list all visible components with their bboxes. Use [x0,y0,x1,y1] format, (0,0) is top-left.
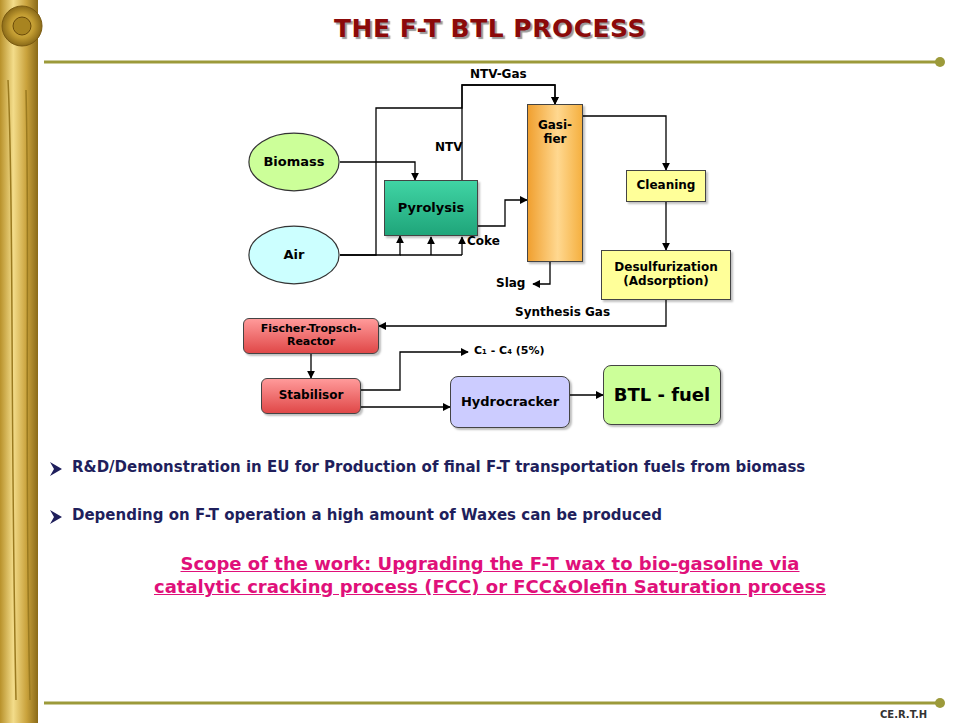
process-box: Cleaning [626,170,706,202]
process-box: Pyrolysis [384,180,478,236]
pillar-streaks [8,80,30,700]
slide-title: THE F-T BTL PROCESS [60,14,920,43]
stream-label: Synthesis Gas [515,305,610,319]
bullet-text: Depending on F-T operation a high amount… [72,506,892,526]
input-ellipse: Biomass [248,132,340,192]
stream-label: NTV [435,140,463,154]
flow-connector [310,354,311,378]
flow-connector [340,236,400,255]
footer-mark: CE.R.T.H [880,708,927,721]
input-ellipse: Air [248,225,340,285]
gold-pillar [0,0,38,723]
process-box: Stabilisor [261,378,361,414]
sunflower-core [13,17,31,35]
rule-dot [935,57,945,67]
process-box: Hydrocracker [450,376,570,428]
air-feed-arrow [461,237,462,255]
bullet-arrow [50,462,62,476]
bullet-text: R&D/Demonstration in EU for Production o… [72,458,892,478]
process-box: Desulfurization (Adsorption) [601,250,731,300]
ellipse-fill [249,226,339,284]
reactor-box: Fischer-Tropsch- Reactor [243,318,379,354]
node-label: BTL - fuel [614,385,711,406]
node-label: Stabilisor [279,389,344,403]
flow-connector [379,300,666,326]
flow-connector [478,200,527,226]
node-label: Air [284,248,305,263]
air-feed-arrow [430,237,431,255]
product-box: BTL - fuel [603,365,721,425]
stream-label: C₁ - C₄ (5%) [474,344,545,358]
rule-dot [935,698,945,708]
node-label: Pyrolysis [398,201,464,216]
flow-connector [665,202,666,250]
node-label: Gasi- fier [530,119,580,147]
flow-connector [340,85,555,255]
ellipse-fill [249,133,339,191]
node-label: Cleaning [637,179,696,193]
node-label: Desulfurization (Adsorption) [607,261,725,289]
sunflower-emblem [2,6,42,46]
flow-connector [583,116,666,170]
flow-connector [340,162,415,180]
node-label: Hydrocracker [461,395,559,410]
stream-label: NTV-Gas [470,67,527,81]
title-rule [44,61,940,64]
stream-label: Coke [467,234,500,248]
node-label: Fischer-Tropsch- Reactor [249,323,373,348]
footer-rule [44,702,940,705]
scope-statement: Scope of the work: Upgrading the F-T wax… [150,552,830,599]
flow-connector [361,406,450,407]
node-label: Biomass [263,155,324,170]
flow-connector [570,394,603,395]
gasifier-vessel: Gasi- fier [527,104,583,262]
slag-arrow [533,262,550,284]
bullet-arrow [50,510,62,524]
stream-label: Slag [496,276,525,292]
